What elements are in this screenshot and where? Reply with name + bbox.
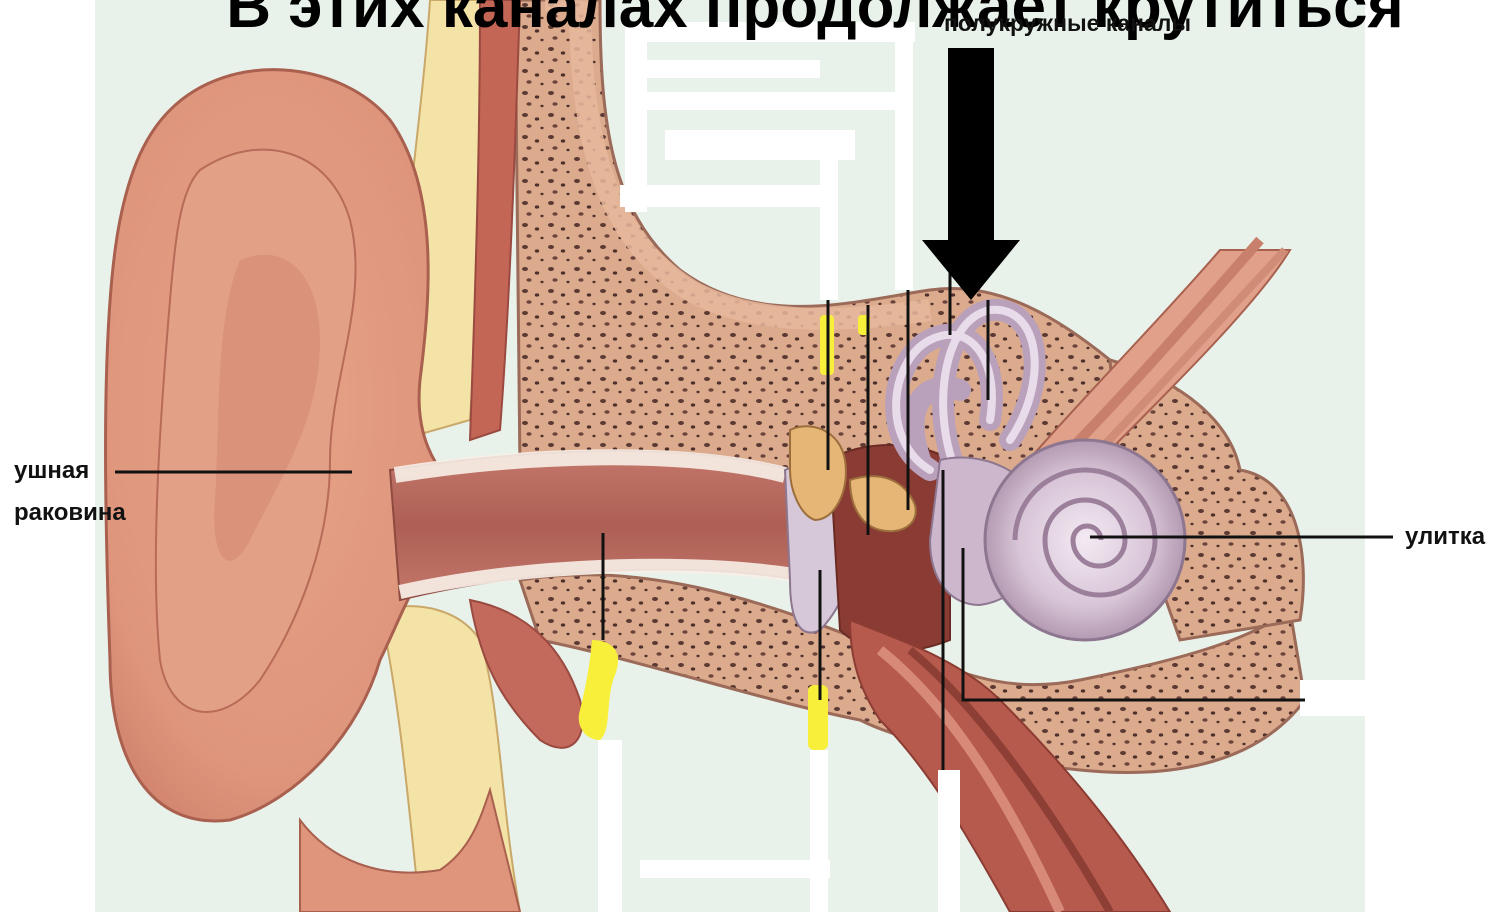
label-auricle-line1: ушная (14, 458, 89, 484)
label-auricle-line2: раковина (14, 500, 126, 526)
label-cochlea: улитка (1405, 524, 1485, 550)
page-title: В этих каналах продолжает крутиться (120, 0, 1510, 42)
cochlea (985, 440, 1185, 640)
label-semicircular-canals: полукружные каналы (944, 10, 1191, 36)
